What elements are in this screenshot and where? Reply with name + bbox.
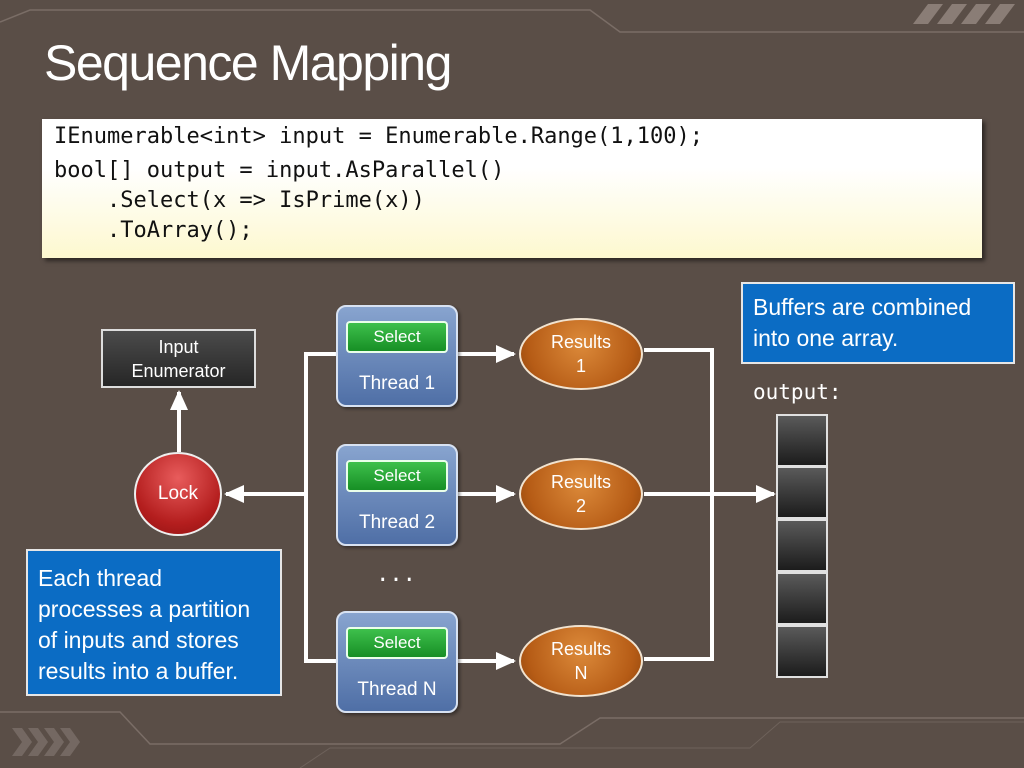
- output-label: output:: [753, 380, 842, 404]
- results-label: Results: [550, 472, 612, 492]
- output-cell: [776, 572, 828, 625]
- code-line: .Select(x => IsPrime(x)): [54, 188, 425, 213]
- stripes-icon: [913, 4, 1015, 24]
- results-2-node: Results 2: [519, 458, 643, 530]
- select-button: Select: [346, 321, 448, 353]
- results-label: Results: [550, 639, 612, 659]
- code-line: bool[] output = input.AsParallel(): [54, 158, 505, 183]
- results-1-node: Results 1: [519, 318, 643, 390]
- input-enumerator-label: Input: [158, 336, 199, 357]
- thread-bus-line: [304, 352, 336, 663]
- input-enumerator-label: Enumerator: [131, 360, 226, 381]
- slide-title: Sequence Mapping: [44, 35, 452, 91]
- thread-label: Thread 2: [358, 512, 436, 533]
- code-line: .ToArray();: [54, 218, 253, 243]
- select-button: Select: [346, 627, 448, 659]
- output-cell: [776, 414, 828, 467]
- output-cell: [776, 466, 828, 519]
- results-bus-line: [644, 348, 714, 661]
- output-cell: [776, 519, 828, 572]
- results-n-node: Results N: [519, 625, 643, 697]
- code-line: IEnumerable<int> input = Enumerable.Rang…: [54, 124, 704, 149]
- buffers-combined-callout: Buffers are combined into one array.: [741, 282, 1015, 364]
- results-index: 2: [575, 496, 586, 516]
- results-index: 1: [575, 356, 586, 376]
- output-cell: [776, 625, 828, 678]
- thread-n-box: Select Thread N: [336, 611, 458, 713]
- ellipsis: ...: [376, 562, 416, 587]
- results-index: N: [574, 663, 588, 683]
- code-block: IEnumerable<int> input = Enumerable.Rang…: [42, 119, 982, 258]
- thread-label: Thread 1: [358, 373, 436, 394]
- input-enumerator-box: Input Enumerator: [101, 329, 256, 388]
- thread-1-box: Select Thread 1: [336, 305, 458, 407]
- thread-2-box: Select Thread 2: [336, 444, 458, 546]
- select-button: Select: [346, 460, 448, 492]
- lock-node: Lock: [134, 452, 222, 536]
- lock-label: Lock: [157, 483, 199, 504]
- chevrons-icon: [12, 728, 80, 756]
- thread-label: Thread N: [357, 679, 437, 700]
- thread-partition-callout: Each thread processes a partition of inp…: [26, 549, 282, 696]
- results-label: Results: [550, 332, 612, 352]
